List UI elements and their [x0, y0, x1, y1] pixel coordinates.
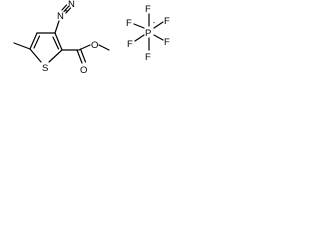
thiophene-ring — [29, 32, 63, 63]
bond-methyl — [13, 42, 31, 50]
atom-fluorine-upper-right: F — [164, 16, 170, 27]
hexafluorophosphate-anion: P - F F F F F F — [126, 4, 170, 63]
atom-carbonyl-oxygen: O — [80, 65, 87, 76]
atom-fluorine-lower-left: F — [127, 39, 133, 50]
bond-c4-c5-inner — [52, 36, 60, 50]
bond-carbonyl-o-2 — [79, 48, 87, 63]
atom-n1: N — [57, 11, 64, 22]
atom-fluorine-bottom: F — [145, 52, 151, 63]
bond-p-f-lower-right — [153, 34, 164, 41]
atom-sulfur: S — [42, 63, 48, 74]
bond-c4-c5 — [54, 32, 63, 51]
atom-fluorine-top: F — [145, 4, 151, 15]
bond-n-n-3 — [65, 7, 72, 14]
bond-c2-c3-inner — [33, 35, 41, 49]
diazonium-group: N + N — [54, 0, 75, 34]
bond-p-f-lower-left — [134, 34, 145, 42]
bond-p-f-upper-right — [153, 21, 164, 29]
bond-o-methyl — [98, 44, 110, 51]
atom-ether-oxygen: O — [91, 40, 98, 51]
methyl-ester-group: O O — [61, 40, 110, 76]
bond-s-c2 — [29, 48, 42, 63]
charge-diazo: + — [64, 8, 68, 15]
bond-s-c5 — [48, 49, 63, 63]
atom-phosphorus: P — [145, 28, 151, 39]
bond-n-n-2 — [63, 5, 70, 13]
atom-n2: N — [68, 0, 75, 10]
charge-phosphorus: - — [153, 20, 156, 27]
atom-fluorine-upper-left: F — [126, 18, 132, 29]
molecular-structure-diagram: N + N S O O P - F F F F F F — [13, 0, 170, 76]
bond-c2-c3 — [29, 32, 38, 50]
bond-c4-n — [54, 20, 60, 34]
bond-p-f-upper-left — [133, 23, 145, 29]
atom-fluorine-lower-right: F — [164, 37, 170, 48]
bond-carbonyl-o-1 — [76, 49, 83, 64]
bond-carbonyl-ether-o — [78, 44, 91, 51]
bond-n-n-1 — [61, 4, 68, 11]
